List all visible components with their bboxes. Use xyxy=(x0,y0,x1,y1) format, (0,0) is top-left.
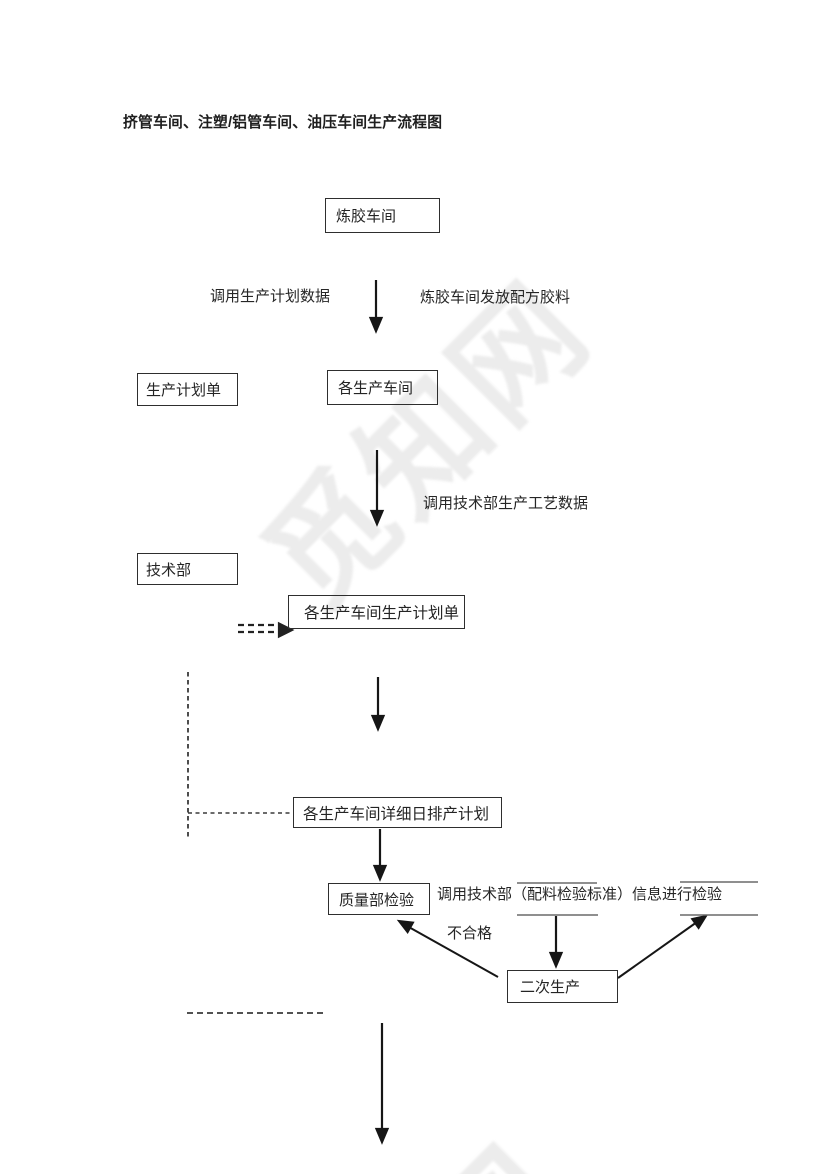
node-label: 各生产车间详细日排产计划 xyxy=(303,805,490,823)
watermark-partial-text: 网 xyxy=(371,1100,603,1174)
arrowhead-secondary-to-recheck xyxy=(690,914,709,930)
node-secondary-production: 二次生产 xyxy=(507,970,618,1003)
annotation-rubber-workshop-dispatch: 炼胶车间发放配方胶料 xyxy=(420,289,571,306)
arrowhead-schedule-to-inspection xyxy=(372,864,388,882)
annotation-unqualified-label: 不合格 xyxy=(447,925,493,942)
node-production-workshops: 各生产车间 xyxy=(327,370,438,405)
annotation-call-production-plan-data: 调用生产计划数据 xyxy=(210,288,331,305)
arrowhead-plan-sheet-down xyxy=(370,714,386,732)
arrowhead-standard-to-secondary xyxy=(548,951,564,969)
node-daily-production-schedule: 各生产车间详细日排产计划 xyxy=(293,797,502,828)
node-workshop-production-plan-sheet: 各生产车间生产计划单 xyxy=(288,595,465,629)
annotation-call-tech-process-data: 调用技术部生产工艺数据 xyxy=(423,495,589,512)
node-label: 技术部 xyxy=(146,561,192,579)
node-label: 各生产车间生产计划单 xyxy=(304,605,460,622)
arrowhead-flow-continues-down xyxy=(374,1127,390,1145)
node-quality-dept-inspection: 质量部检验 xyxy=(328,883,430,915)
node-label: 质量部检验 xyxy=(339,891,415,909)
node-production-plan-sheet: 生产计划单 xyxy=(137,373,238,406)
node-label: 各生产车间 xyxy=(338,380,414,397)
arrow-line-secondary-to-recheck xyxy=(617,921,698,979)
annotation-call-inspection-standard: 调用技术部（配料检验标准）信息进行检验 xyxy=(437,886,723,903)
node-label: 炼胶车间 xyxy=(336,208,397,225)
arrowhead-unqualified-to-inspection xyxy=(396,919,415,935)
node-technology-dept: 技术部 xyxy=(137,553,238,585)
arrowhead-rubber-to-workshops xyxy=(368,316,384,334)
node-label: 生产计划单 xyxy=(146,382,222,399)
page-title: 挤管车间、注塑/铝管车间、油压车间生产流程图 xyxy=(123,115,443,131)
node-label: 二次生产 xyxy=(520,979,581,996)
node-rubber-mixing-workshop: 炼胶车间 xyxy=(325,198,440,233)
